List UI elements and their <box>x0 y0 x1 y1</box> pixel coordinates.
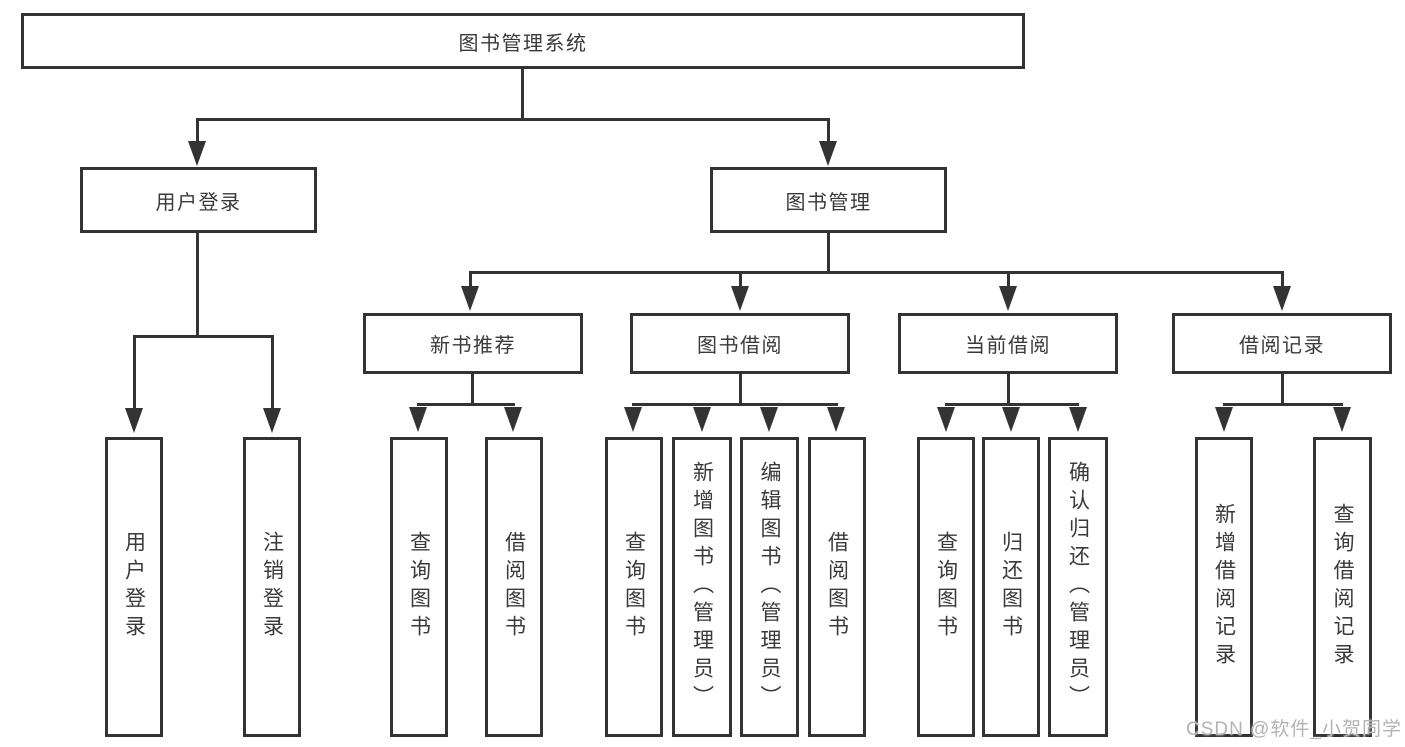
node-label: 用户登录 <box>155 191 242 214</box>
connector-level2-hline <box>196 118 830 121</box>
leaf-label: 查询图书 <box>934 531 958 643</box>
leaf-query-borrow-record: 查询借阅记录 <box>1313 437 1372 737</box>
connector-root-vline <box>521 69 524 121</box>
arrowhead-down-icon <box>819 141 837 166</box>
arrowhead-down-icon <box>827 407 845 432</box>
arrowhead-down-icon <box>188 141 206 166</box>
connector-vline <box>1007 374 1010 406</box>
leaf-query-book-recommend: 查询图书 <box>390 437 448 737</box>
node-label: 借阅记录 <box>1239 335 1325 357</box>
connector-level3-hline <box>469 271 1283 274</box>
node-user-login: 用户登录 <box>80 167 317 233</box>
arrowhead-down-icon <box>409 407 427 432</box>
node-borrow-records: 借阅记录 <box>1172 313 1392 374</box>
leaf-borrow-book-recommend: 借阅图书 <box>485 437 543 737</box>
leaf-label: 查询图书 <box>407 531 431 643</box>
connector-bookmgmt-vline <box>827 233 830 274</box>
csdn-watermark: CSDN @软件_小贺同学 <box>1186 719 1402 740</box>
connector-vline <box>471 374 474 406</box>
leaf-label: 确认归还（管理员） <box>1066 461 1090 713</box>
leaf-logout: 注销登录 <box>243 437 301 737</box>
node-label: 当前借阅 <box>965 335 1051 357</box>
connector-vline <box>739 374 742 406</box>
connector-stub <box>196 118 199 144</box>
connector-stub <box>469 271 472 288</box>
leaf-label: 新增借阅记录 <box>1212 503 1236 671</box>
arrowhead-down-icon <box>461 286 479 311</box>
connector-stub <box>271 335 274 410</box>
arrowhead-down-icon <box>624 407 642 432</box>
leaf-query-book-current: 查询图书 <box>917 437 975 737</box>
leaf-label: 借阅图书 <box>825 531 849 643</box>
arrowhead-down-icon <box>125 408 143 433</box>
node-current-borrow: 当前借阅 <box>898 313 1118 374</box>
leaf-label: 查询图书 <box>622 531 646 643</box>
leaf-return-book: 归还图书 <box>982 437 1040 737</box>
node-label: 图书借阅 <box>697 335 783 357</box>
arrowhead-down-icon <box>693 407 711 432</box>
connector-hline <box>632 403 838 406</box>
node-new-book-recommend: 新书推荐 <box>363 313 583 374</box>
connector-stub <box>827 118 830 144</box>
arrowhead-down-icon <box>760 407 778 432</box>
arrowhead-down-icon <box>937 407 955 432</box>
leaf-label: 用户登录 <box>122 531 146 643</box>
arrowhead-down-icon <box>1215 407 1233 432</box>
leaf-borrow-book: 借阅图书 <box>808 437 866 737</box>
leaf-confirm-return-admin: 确认归还（管理员） <box>1048 437 1108 737</box>
leaf-label: 编辑图书（管理员） <box>758 461 781 713</box>
connector-stub <box>1281 271 1284 288</box>
connector-hline <box>417 403 515 406</box>
arrowhead-down-icon <box>731 286 749 311</box>
connector-vline <box>1281 374 1284 406</box>
arrowhead-down-icon <box>1333 407 1351 432</box>
arrowhead-down-icon <box>1069 407 1087 432</box>
node-label: 图书管理系统 <box>458 32 588 55</box>
connector-userlogin-hline <box>133 335 274 338</box>
connector-userlogin-vline <box>196 233 199 338</box>
node-book-management: 图书管理 <box>710 167 947 233</box>
arrowhead-down-icon <box>263 408 281 433</box>
node-label: 图书管理 <box>785 191 872 214</box>
leaf-label: 借阅图书 <box>502 531 526 643</box>
node-root-system: 图书管理系统 <box>21 13 1025 69</box>
leaf-label: 注销登录 <box>260 531 284 643</box>
leaf-edit-book-admin: 编辑图书（管理员） <box>740 437 799 737</box>
leaf-add-book-admin: 新增图书（管理员） <box>672 437 732 737</box>
connector-stub <box>739 271 742 288</box>
leaf-label: 查询借阅记录 <box>1331 503 1354 671</box>
connector-stub <box>1007 271 1010 288</box>
leaf-add-borrow-record: 新增借阅记录 <box>1195 437 1253 737</box>
leaf-user-login: 用户登录 <box>105 437 163 737</box>
connector-hline <box>1223 403 1343 406</box>
node-book-borrow: 图书借阅 <box>630 313 850 374</box>
node-label: 新书推荐 <box>430 335 516 357</box>
leaf-label: 归还图书 <box>999 531 1023 643</box>
arrowhead-down-icon <box>1002 407 1020 432</box>
connector-stub <box>133 335 136 410</box>
arrowhead-down-icon <box>1273 286 1291 311</box>
connector-hline <box>945 403 1079 406</box>
leaf-query-book-borrow: 查询图书 <box>605 437 663 737</box>
arrowhead-down-icon <box>999 286 1017 311</box>
leaf-label: 新增图书（管理员） <box>690 461 714 713</box>
arrowhead-down-icon <box>504 407 522 432</box>
